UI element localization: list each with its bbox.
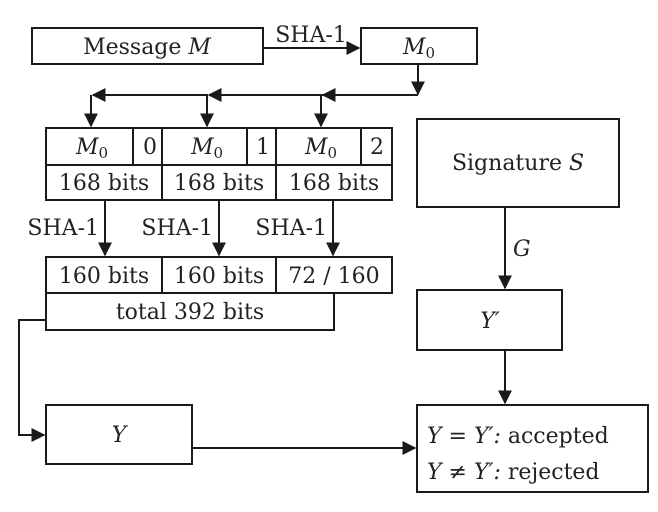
- svg-text:M0: M0: [75, 135, 108, 162]
- block-sub: 0: [98, 144, 108, 162]
- block-bits: 168 bits: [59, 171, 149, 196]
- svg-text:Message M: Message M: [83, 35, 211, 60]
- input-block-2: M0 2 168 bits: [275, 127, 393, 201]
- output-1: 160 bits: [174, 264, 264, 289]
- accept-condition: Y = Y′:: [427, 424, 501, 449]
- hash-label-0: SHA-1: [27, 216, 99, 241]
- block-sub: 0: [213, 144, 223, 162]
- y-box: Y: [45, 404, 193, 465]
- m0-var: M: [402, 35, 426, 60]
- block-var: M: [304, 135, 328, 160]
- block-index: 1: [256, 135, 270, 160]
- signature-var: S: [569, 151, 584, 176]
- y-label: Y: [112, 423, 129, 448]
- svg-text:Y = Y′: accepted: Y = Y′: accepted: [427, 424, 609, 449]
- reject-condition: Y ≠ Y′:: [427, 460, 501, 485]
- total-label: total 392 bits: [116, 300, 264, 325]
- total-to-y-arrow: [18, 319, 46, 442]
- hash-label-2: SHA-1: [255, 216, 327, 241]
- m0-box: M0: [360, 27, 478, 65]
- svg-text:M0: M0: [304, 135, 337, 162]
- block-index: 0: [143, 135, 157, 160]
- block-bits: 168 bits: [174, 171, 264, 196]
- message-var: M: [187, 35, 211, 60]
- block-sub: 0: [327, 144, 337, 162]
- g-label: G: [513, 237, 531, 262]
- total-box: total 392 bits: [45, 292, 335, 331]
- signature-box: Signature S: [416, 118, 620, 208]
- y-prime-box: Y′: [416, 289, 563, 351]
- block-var: M: [75, 135, 99, 160]
- block-var: M: [190, 135, 214, 160]
- svg-text:Signature S: Signature S: [452, 151, 584, 176]
- output-0: 160 bits: [59, 264, 149, 289]
- accept-text: accepted: [501, 424, 609, 449]
- input-block-1: M0 1 168 bits: [161, 127, 277, 201]
- reject-text: rejected: [501, 460, 600, 485]
- output-2: 72 / 160: [288, 264, 379, 289]
- output-blocks: 160 bits 160 bits 72 / 160: [45, 256, 393, 294]
- result-box: Y = Y′: accepted Y ≠ Y′: rejected: [416, 404, 649, 493]
- block-index: 2: [370, 135, 384, 160]
- message-box: Message M: [31, 27, 264, 65]
- svg-text:M0: M0: [402, 35, 435, 62]
- signature-label: Signature: [452, 151, 569, 176]
- sha1-label-top: SHA-1: [275, 23, 347, 48]
- y-prime-label: Y′: [480, 309, 500, 334]
- input-block-0: M0 0 168 bits: [45, 127, 163, 201]
- svg-text:Y ≠ Y′: rejected: Y ≠ Y′: rejected: [427, 460, 600, 485]
- m0-sub: 0: [425, 44, 435, 62]
- block-bits: 168 bits: [289, 171, 379, 196]
- hash-label-1: SHA-1: [141, 216, 213, 241]
- svg-text:M0: M0: [190, 135, 223, 162]
- message-label: Message: [83, 35, 188, 60]
